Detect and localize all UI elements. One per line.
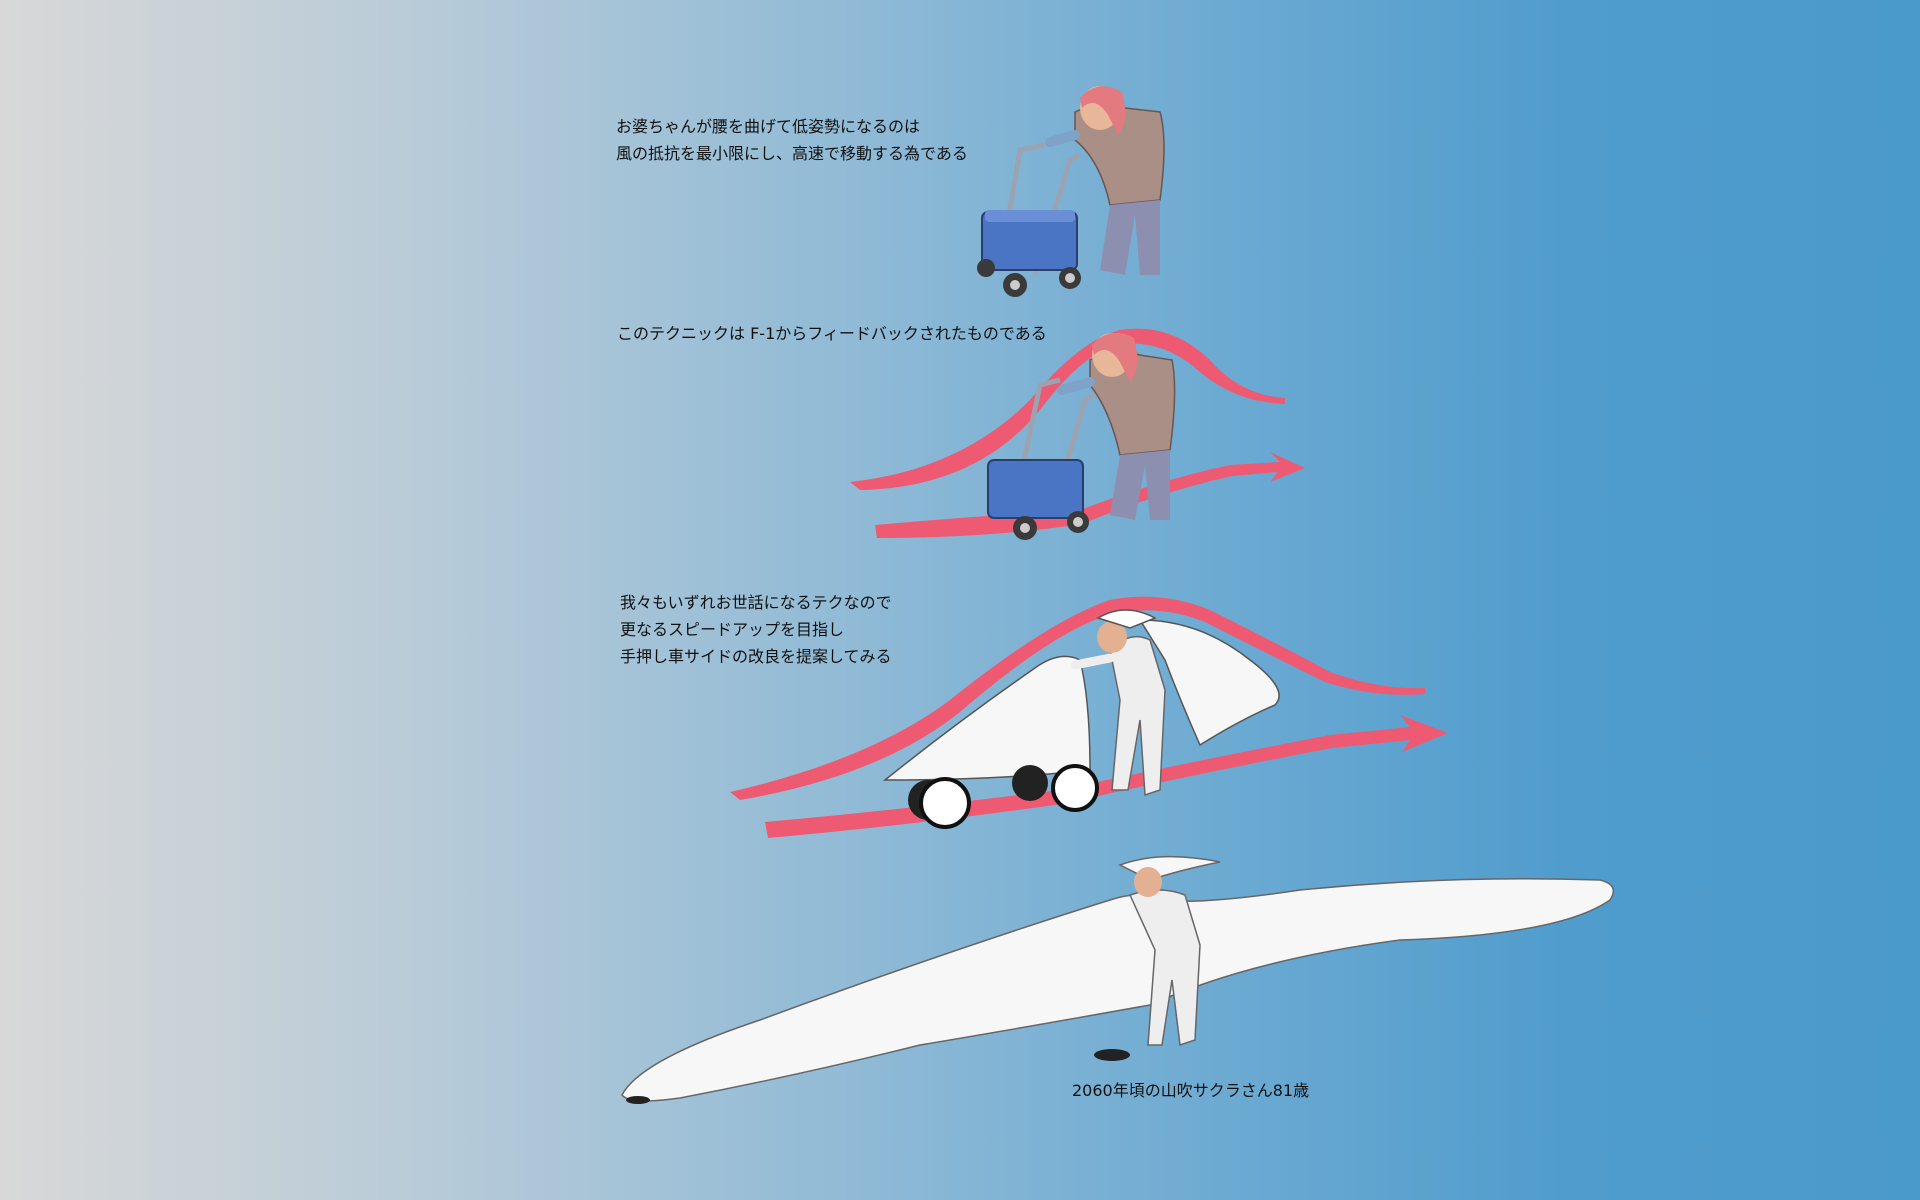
caption-sakura-2060: 2060年頃の山吹サクラさん81歳 [1072, 1081, 1310, 1100]
grandma-in-bodysuit [1070, 609, 1280, 797]
aero-cart-fairing [882, 655, 1099, 829]
grandma-walker-figure-2 [987, 332, 1176, 540]
fully-faired-vehicle [621, 855, 1615, 1104]
grandma-walker-figure-1 [977, 86, 1165, 297]
airflow-arrows-panel-2 [850, 328, 1305, 538]
caption-f1-technique: このテクニックは F-1からフィードバックされたものである [617, 324, 1047, 343]
caption-speed-proposal: 我々もいずれお世話になるテクなので 更なるスピードアップを目指し 手押し車サイド… [620, 593, 892, 666]
caption-low-posture: お婆ちゃんが腰を曲げて低姿勢になるのは 風の抵抗を最小限にし、高速で移動する為で… [616, 117, 968, 163]
